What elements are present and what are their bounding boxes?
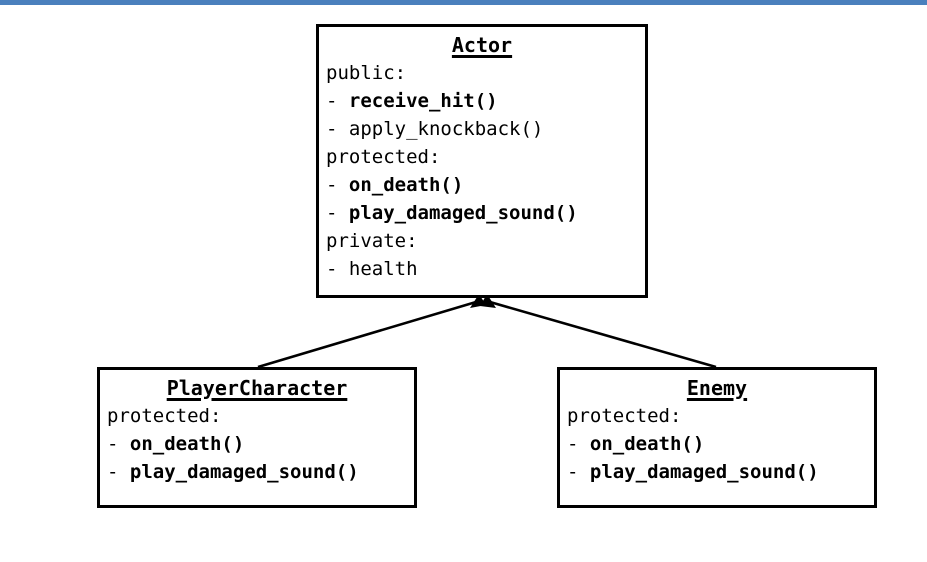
class-members-playercharacter: protected:- on_death()- play_damaged_sou… — [100, 402, 414, 486]
member-name: on_death() — [589, 433, 705, 455]
member-bullet-dash: - — [107, 461, 130, 483]
member-bullet-dash: - — [326, 258, 349, 280]
class-members-enemy: protected:- on_death()- play_damaged_sou… — [560, 402, 874, 486]
class-member-row: - on_death() — [560, 430, 874, 458]
class-member-row: - health — [319, 255, 645, 283]
class-member-row: - on_death() — [319, 171, 645, 199]
section-text: protected: — [326, 146, 441, 168]
member-bullet-dash: - — [326, 202, 349, 224]
member-bullet-dash: - — [326, 174, 349, 196]
member-name: health — [348, 258, 418, 280]
class-member-row: - on_death() — [100, 430, 414, 458]
section-text: private: — [326, 230, 418, 252]
class-title-enemy: Enemy — [686, 376, 748, 400]
class-section-label: private: — [319, 227, 645, 255]
member-name: on_death() — [129, 433, 245, 455]
section-text: public: — [326, 62, 407, 84]
class-member-row: - apply_knockback() — [319, 115, 645, 143]
member-bullet-dash: - — [567, 433, 590, 455]
member-bullet-dash: - — [107, 433, 130, 455]
section-text: protected: — [567, 405, 682, 427]
class-member-row: - play_damaged_sound() — [319, 199, 645, 227]
member-bullet-dash: - — [326, 90, 349, 112]
class-box-playercharacter[interactable]: PlayerCharacter protected:- on_death()- … — [97, 367, 417, 508]
class-section-label: protected: — [100, 402, 414, 430]
inheritance-line-enemy-actor — [489, 300, 717, 369]
member-name: apply_knockback() — [348, 118, 544, 140]
member-bullet-dash: - — [326, 118, 349, 140]
top-accent-bar — [0, 0, 927, 5]
class-section-label: protected: — [319, 143, 645, 171]
class-member-row: - play_damaged_sound() — [100, 458, 414, 486]
class-section-label: protected: — [560, 402, 874, 430]
class-box-actor[interactable]: Actor public:- receive_hit()- apply_knoc… — [316, 24, 648, 298]
member-name: play_damaged_sound() — [348, 202, 578, 224]
class-member-row: - receive_hit() — [319, 87, 645, 115]
class-members-actor: public:- receive_hit()- apply_knockback(… — [319, 59, 645, 283]
inheritance-line-playercharacter-actor — [257, 300, 477, 369]
class-member-row: - play_damaged_sound() — [560, 458, 874, 486]
member-name: receive_hit() — [348, 90, 498, 112]
member-name: play_damaged_sound() — [129, 461, 359, 483]
section-text: protected: — [107, 405, 222, 427]
class-title-actor: Actor — [451, 33, 513, 57]
class-section-label: public: — [319, 59, 645, 87]
member-name: play_damaged_sound() — [589, 461, 819, 483]
class-box-enemy[interactable]: Enemy protected:- on_death()- play_damag… — [557, 367, 877, 508]
class-title-playercharacter: PlayerCharacter — [166, 376, 348, 400]
member-bullet-dash: - — [567, 461, 590, 483]
member-name: on_death() — [348, 174, 464, 196]
